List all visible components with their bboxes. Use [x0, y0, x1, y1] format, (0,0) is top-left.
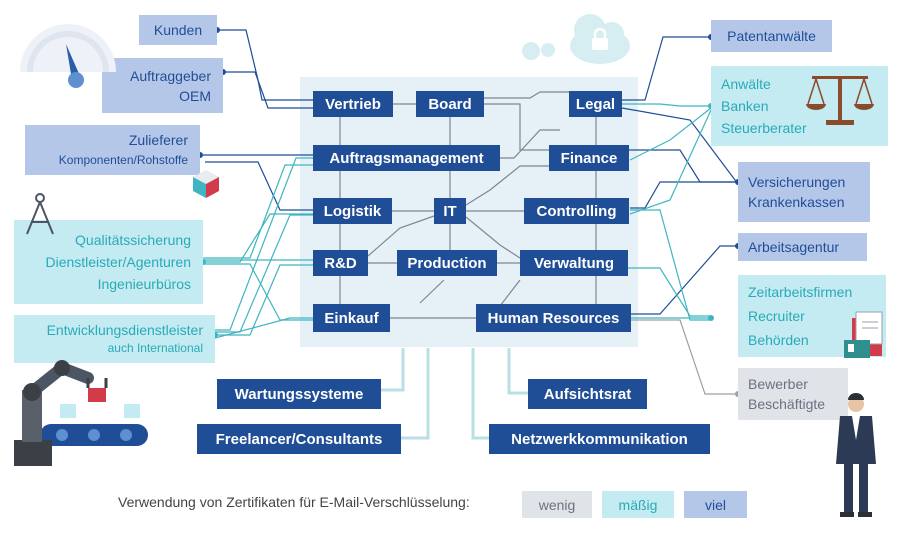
- partner-versicherungen[interactable]: Versicherungen Krankenkassen: [738, 162, 870, 222]
- dept-auftragsmanagement[interactable]: Auftragsmanagement: [313, 145, 500, 171]
- partner-auftraggeber-label: Auftraggeber: [130, 67, 211, 84]
- dept-verwaltung[interactable]: Verwaltung: [520, 250, 628, 276]
- partner-anwaelte-label-1: Anwälte: [721, 76, 771, 92]
- partner-anwaelte-banken[interactable]: Anwälte Banken Steuerberater: [711, 66, 888, 146]
- dept-rnd[interactable]: R&D: [313, 250, 368, 276]
- partner-zeitarbeitsfirmen[interactable]: Zeitarbeitsfirmen Recruiter Behörden: [738, 275, 886, 357]
- partner-anwaelte-label-2: Banken: [721, 98, 769, 114]
- partner-bewerber-label-1: Bewerber: [748, 376, 808, 392]
- legend-medium: mäßig: [602, 491, 674, 518]
- legend-label: Verwendung von Zertifikaten für E-Mail-V…: [118, 494, 470, 510]
- partner-netzwerkkommunikation[interactable]: Netzwerkkommunikation: [489, 424, 710, 454]
- dept-logistik[interactable]: Logistik: [313, 198, 392, 224]
- partner-qs-label-2: Dienstleister/Agenturen: [45, 254, 191, 270]
- legend-low: wenig: [522, 491, 592, 518]
- dept-finance[interactable]: Finance: [549, 145, 629, 171]
- partner-zeitarbeit-label-3: Behörden: [748, 332, 809, 348]
- partner-anwaelte-label-3: Steuerberater: [721, 120, 807, 136]
- dept-human-resources[interactable]: Human Resources: [476, 304, 631, 332]
- partner-zulieferer-label: Zulieferer: [128, 132, 188, 148]
- partner-zulieferer-sub: Komponenten/Rohstoffe: [58, 153, 188, 167]
- partner-bewerber-label-2: Beschäftigte: [748, 396, 826, 412]
- dept-production[interactable]: Production: [397, 250, 497, 276]
- partner-entwicklung-label-1: Entwicklungsdienstleister: [46, 322, 203, 338]
- partner-qs-label-1: Qualitätssicherung: [75, 232, 191, 248]
- partner-arbeitsagentur-label: Arbeitsagentur: [748, 239, 840, 255]
- partner-oem-label: OEM: [179, 87, 211, 104]
- partner-zulieferer[interactable]: Zulieferer Komponenten/Rohstoffe: [25, 125, 200, 175]
- partner-freelancer[interactable]: Freelancer/Consultants: [197, 424, 401, 454]
- partner-zeitarbeit-label-2: Recruiter: [748, 308, 805, 324]
- partner-bewerber[interactable]: Bewerber Beschäftigte: [738, 368, 848, 420]
- partner-kunden[interactable]: Kunden: [139, 15, 217, 45]
- dept-einkauf[interactable]: Einkauf: [313, 304, 390, 332]
- dept-vertrieb[interactable]: Vertrieb: [313, 91, 393, 117]
- partner-auftraggeber-oem[interactable]: Auftraggeber OEM: [102, 58, 223, 113]
- dept-it[interactable]: IT: [434, 198, 466, 224]
- legend-high: viel: [684, 491, 747, 518]
- partner-versicherungen-label-2: Krankenkassen: [748, 194, 845, 210]
- dept-board[interactable]: Board: [416, 91, 484, 117]
- partner-patentanwaelte[interactable]: Patentanwälte: [711, 20, 832, 52]
- partner-kunden-label: Kunden: [153, 22, 203, 38]
- partner-aufsichtsrat[interactable]: Aufsichtsrat: [528, 379, 647, 409]
- dept-controlling[interactable]: Controlling: [524, 198, 629, 224]
- partner-entwicklungsdienstleister[interactable]: Entwicklungsdienstleister auch Internati…: [14, 315, 215, 363]
- partner-qs-label-3: Ingenieurbüros: [97, 276, 191, 292]
- partner-qualitaetssicherung[interactable]: Qualitätssicherung Dienstleister/Agentur…: [14, 220, 203, 304]
- partner-arbeitsagentur[interactable]: Arbeitsagentur: [738, 233, 867, 261]
- partner-zeitarbeit-label-1: Zeitarbeitsfirmen: [748, 284, 853, 300]
- partner-versicherungen-label-1: Versicherungen: [748, 174, 846, 190]
- partner-wartungssysteme[interactable]: Wartungssysteme: [217, 379, 381, 409]
- dept-legal[interactable]: Legal: [569, 91, 622, 117]
- partner-patent-label: Patentanwälte: [727, 28, 816, 44]
- partner-entwicklung-label-2: auch International: [107, 341, 203, 355]
